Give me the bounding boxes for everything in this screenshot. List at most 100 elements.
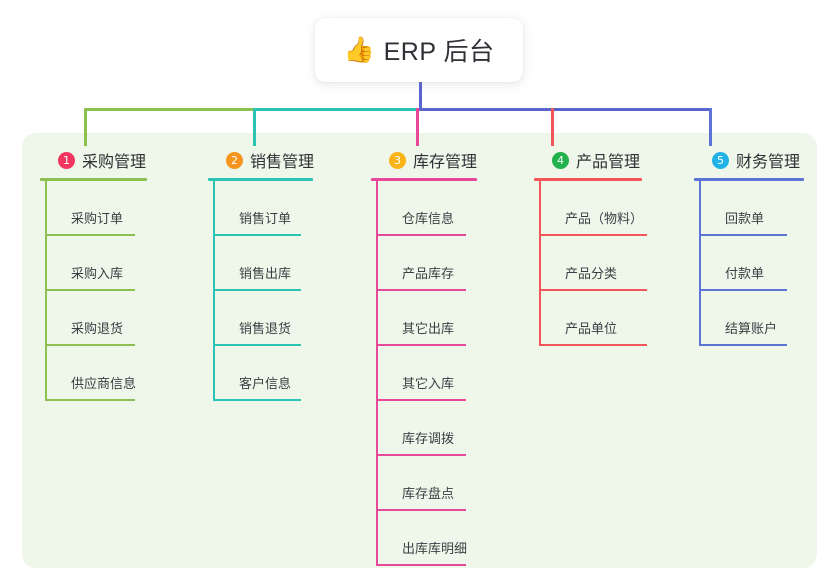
leaf-node-label: 采购退货 [71,321,124,336]
leaf-node-underline [213,289,301,291]
leaf-node-underline [376,509,466,511]
leaf-node-label: 销售出库 [239,266,292,281]
leaf-node-underline [539,344,647,346]
leaf-node[interactable]: 结算账户 [699,291,804,346]
branch-title-label: 采购管理 [82,154,147,171]
leaf-node-underline [213,344,301,346]
content-panel [22,133,817,568]
leaf-node-label: 产品分类 [565,266,618,281]
branch-items-2: 销售订单销售出库销售退货客户信息 [213,181,314,401]
leaf-node[interactable]: 采购退货 [45,291,147,346]
leaf-node-label: 销售订单 [239,211,292,226]
root-node-label: ERP 后台 [383,38,495,66]
leaf-node-underline [45,289,135,291]
leaf-node[interactable]: 仓库信息 [376,181,477,236]
leaf-node-label: 采购入库 [71,266,124,281]
branch-header-underline [694,178,804,181]
connector-bar-teal [253,108,419,111]
branch-spine-line [699,181,701,346]
leaf-node[interactable]: 付款单 [699,236,804,291]
branch-column-3: 3 库存管理仓库信息产品库存其它出库其它入库库存调拨库存盘点出库库明细 [371,148,477,566]
leaf-node[interactable]: 产品库存 [376,236,477,291]
leaf-node[interactable]: 其它入库 [376,346,477,401]
leaf-node-underline [699,234,787,236]
leaf-node-label: 结算账户 [725,321,778,336]
branch-header-4[interactable]: 4 产品管理 [534,148,642,172]
leaf-node[interactable]: 库存盘点 [376,456,477,511]
leaf-node[interactable]: 库存调拨 [376,401,477,456]
branch-header-5[interactable]: 5 财务管理 [694,148,804,172]
leaf-node-label: 其它入库 [402,376,455,391]
leaf-node[interactable]: 产品单位 [539,291,647,346]
connector-drop-col3 [416,108,419,146]
branch-header-underline [371,178,477,181]
leaf-node[interactable]: 销售订单 [213,181,314,236]
connector-drop-col5 [709,108,712,146]
branch-header-3[interactable]: 3 库存管理 [371,148,477,172]
branch-spine-line [45,181,47,401]
leaf-node-underline [376,564,466,566]
leaf-node[interactable]: 供应商信息 [45,346,147,401]
branch-title-label: 库存管理 [413,154,478,171]
branch-column-1: 1 采购管理采购订单采购入库采购退货供应商信息 [40,148,147,401]
branch-items-4: 产品（物料） 产品分类产品单位 [539,181,647,346]
leaf-node-underline [213,234,301,236]
connector-bar-green [84,108,253,111]
leaf-node[interactable]: 产品分类 [539,236,647,291]
leaf-node-label: 库存盘点 [402,486,455,501]
root-node-erp-backend[interactable]: 👍 ERP 后台 [315,18,523,82]
branch-header-underline [208,178,313,181]
leaf-node[interactable]: 采购入库 [45,236,147,291]
leaf-node[interactable]: 出库库明细 [376,511,477,566]
leaf-node[interactable]: 客户信息 [213,346,314,401]
leaf-node-label: 客户信息 [239,376,292,391]
branch-badge-icon-4: 4 [552,151,569,169]
leaf-node-label: 产品库存 [402,266,455,281]
branch-column-5: 5 财务管理回款单付款单结算账户 [694,148,804,346]
leaf-node-underline [45,234,135,236]
branch-items-1: 采购订单采购入库采购退货供应商信息 [45,181,147,401]
leaf-node-underline [45,344,135,346]
leaf-node-label: 其它出库 [402,321,455,336]
branch-column-4: 4 产品管理产品（物料） 产品分类产品单位 [534,148,647,346]
leaf-node-label: 采购订单 [71,211,124,226]
leaf-node[interactable]: 产品（物料） [539,181,647,236]
leaf-node[interactable]: 销售出库 [213,236,314,291]
leaf-node-label: 库存调拨 [402,431,455,446]
leaf-node-underline [376,234,466,236]
connector-drop-col1 [84,108,87,146]
leaf-node-label: 供应商信息 [71,376,137,391]
leaf-node[interactable]: 其它出库 [376,291,477,346]
leaf-node-label: 产品（物料） [565,211,644,226]
leaf-node-underline [213,399,301,401]
leaf-node[interactable]: 采购订单 [45,181,147,236]
connector-root-stem [419,82,422,111]
leaf-node-underline [376,289,466,291]
connector-drop-col4 [551,108,554,146]
branch-badge-icon-1: 1 [58,151,75,169]
leaf-node[interactable]: 回款单 [699,181,804,236]
branch-header-1[interactable]: 1 采购管理 [40,148,147,172]
connector-drop-col2 [253,108,256,146]
branch-badge-icon-3: 3 [389,151,406,169]
branch-header-underline [534,178,642,181]
branch-spine-line [376,181,378,566]
branch-spine-line [213,181,215,401]
leaf-node[interactable]: 销售退货 [213,291,314,346]
branch-title-label: 财务管理 [736,154,801,171]
branch-header-underline [40,178,147,181]
leaf-node-label: 出库库明细 [402,541,468,556]
branch-items-5: 回款单付款单结算账户 [699,181,804,346]
branch-badge-icon-5: 5 [712,151,729,169]
branch-items-3: 仓库信息产品库存其它出库其它入库库存调拨库存盘点出库库明细 [376,181,477,566]
leaf-node-label: 付款单 [725,266,765,281]
leaf-node-underline [45,399,135,401]
leaf-node-label: 产品单位 [565,321,618,336]
leaf-node-label: 回款单 [725,211,765,226]
thumbs-up-emoji: 👍 [343,35,375,64]
leaf-node-underline [376,454,466,456]
connector-bar-purple [419,108,711,111]
leaf-node-underline [699,289,787,291]
branch-title-label: 产品管理 [576,154,641,171]
